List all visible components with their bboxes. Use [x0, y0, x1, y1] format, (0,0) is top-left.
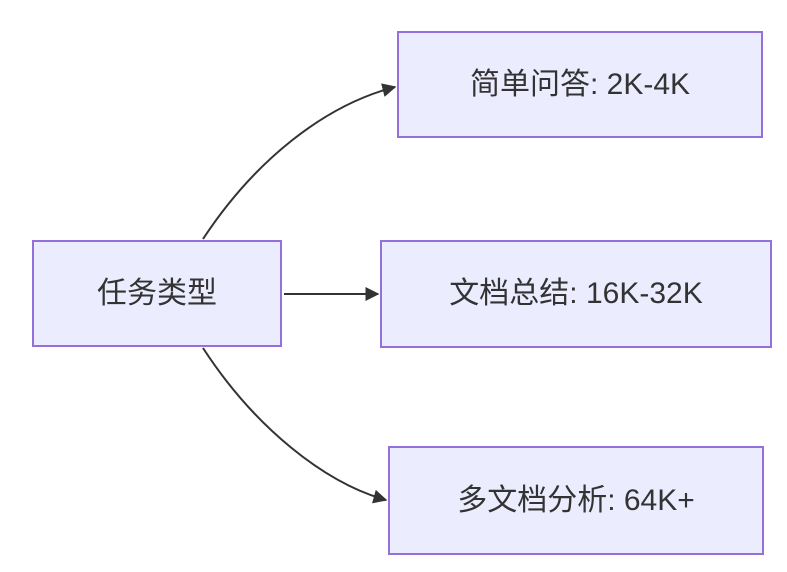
node-doc-summary: 文档总结: 16K-32K: [380, 240, 772, 348]
node-doc-summary-label: 文档总结: 16K-32K: [449, 277, 703, 310]
edge-task-type-to-simple-qa: [202, 83, 397, 240]
node-multi-doc-label: 多文档分析: 64K+: [457, 483, 695, 517]
node-multi-doc: 多文档分析: 64K+: [388, 446, 764, 555]
node-simple-qa: 简单问答: 2K-4K: [397, 31, 763, 138]
node-task-type: 任务类型: [32, 240, 282, 347]
node-simple-qa-label: 简单问答: 2K-4K: [469, 67, 691, 101]
edge-task-type-to-multi-doc: [202, 347, 388, 504]
node-task-type-label: 任务类型: [97, 276, 217, 310]
